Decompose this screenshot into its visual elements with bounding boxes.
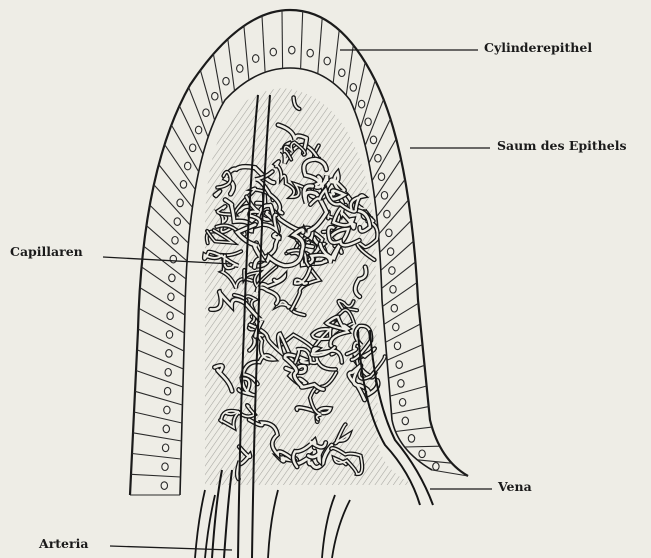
cell-wall [333,30,339,83]
cell-nucleus [350,84,356,92]
cell-nucleus [237,65,243,73]
cell-nucleus [162,444,168,452]
cell-wall [133,433,182,441]
cell-nucleus [324,57,330,65]
cell-nucleus [339,69,345,77]
cell-wall [132,454,181,460]
cell-nucleus [195,126,201,134]
cell-nucleus [433,463,439,471]
cell-nucleus [408,435,414,443]
cell-nucleus [386,229,392,237]
cell-nucleus [419,450,425,458]
cell-wall [282,11,283,69]
cell-nucleus [378,173,384,181]
cell-wall [384,303,418,324]
cell-nucleus [163,425,169,433]
cell-wall [138,329,184,351]
cell-wall [262,16,265,72]
label-vena: Vena [498,481,532,494]
cell-nucleus [212,92,218,100]
cell-wall [134,412,182,423]
cell-wall [146,226,187,261]
cell-nucleus [190,144,196,152]
cell-wall [136,371,183,388]
cell-nucleus [396,361,402,369]
cell-wall [318,18,322,74]
cell-nucleus [172,237,178,245]
cell-wall [381,241,414,270]
cell-nucleus [391,304,397,312]
cell-nucleus [177,199,183,207]
label-cylinderepithel: Cylinderepithel [484,42,592,55]
cell-wall [379,200,409,235]
cell-wall [383,283,418,307]
cell-nucleus [289,46,295,54]
cell-wall [150,205,189,243]
cell-nucleus [164,406,170,414]
cell-nucleus [169,274,175,282]
cell-wall [159,165,193,208]
cell-nucleus [381,192,387,200]
cell-nucleus [167,312,173,320]
cell-nucleus [203,109,209,117]
cell-nucleus [165,369,171,377]
cell-wall [389,365,425,378]
cell-nucleus [270,48,276,56]
cell-nucleus [174,218,180,226]
cell-nucleus [393,323,399,331]
cell-wall [377,180,405,217]
cell-nucleus [166,350,172,358]
cell-nucleus [389,267,395,275]
cell-nucleus [402,417,408,425]
cell-nucleus [399,399,405,407]
cell-nucleus [223,77,229,85]
cell-wall [137,350,183,369]
cell-nucleus [384,210,390,218]
cell-wall [144,246,186,279]
cell-wall [244,26,249,80]
cell-nucleus [387,248,393,256]
cell-nucleus [164,387,170,395]
cell-nucleus [370,136,376,144]
cell-nucleus [180,181,186,189]
cell-nucleus [185,162,191,170]
cell-nucleus [162,463,168,471]
cell-nucleus [375,154,381,162]
cell-nucleus [166,331,172,339]
cell-nucleus [365,118,371,126]
cell-wall [396,427,433,431]
label-arteria: Arteria [39,538,88,551]
cell-nucleus [253,55,259,63]
cell-nucleus [398,380,404,388]
cell-wall [301,11,303,69]
cell-wall [387,345,423,361]
cell-wall [139,308,185,333]
cell-nucleus [168,293,174,301]
cell-nucleus [394,342,400,350]
cell-wall [131,474,181,477]
cell-nucleus [170,255,176,263]
label-saum-des-epithels: Saum des Epithels [497,140,627,153]
cell-wall [405,446,440,447]
cell-wall [392,407,429,414]
cell-wall [135,391,182,405]
cell-nucleus [307,49,313,57]
cell-nucleus [161,482,167,490]
cell-wall [390,386,427,396]
cell-nucleus [358,100,364,108]
label-capillaren: Capillaren [10,246,83,259]
cell-wall [386,324,421,342]
cell-nucleus [390,286,396,294]
cell-wall [154,185,190,225]
